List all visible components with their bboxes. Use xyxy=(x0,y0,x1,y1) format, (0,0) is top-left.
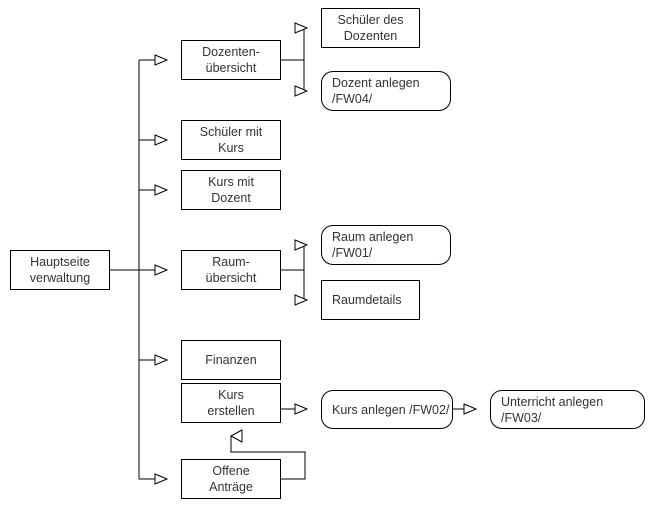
node-kurs-anlegen[interactable]: Kurs anlegen /FW02/ xyxy=(321,390,453,429)
node-schueler-des-dozenten[interactable]: Schüler des Dozenten xyxy=(321,8,420,48)
node-raumuebersicht[interactable]: Raum- übersicht xyxy=(181,250,281,290)
node-unterricht-anlegen[interactable]: Unterricht anlegen /FW03/ xyxy=(490,390,645,429)
node-hauptseite[interactable]: Hauptseite verwaltung xyxy=(10,250,110,290)
node-raumdetails[interactable]: Raumdetails xyxy=(321,280,420,320)
node-dozentenuebersicht[interactable]: Dozenten- übersicht xyxy=(181,40,281,80)
edge-offene-antraege-to-kurs-erstellen xyxy=(229,429,306,480)
edge-raumuebersicht-split xyxy=(281,245,305,300)
node-dozent-anlegen[interactable]: Dozent anlegen /FW04/ xyxy=(321,71,451,111)
node-raum-anlegen[interactable]: Raum anlegen /FW01/ xyxy=(321,225,451,265)
node-kurs-mit-dozent[interactable]: Kurs mit Dozent xyxy=(181,170,281,210)
node-finanzen[interactable]: Finanzen xyxy=(181,340,281,380)
node-kurs-erstellen[interactable]: Kurs erstellen xyxy=(181,383,281,423)
edge-dozentenuebersicht-split xyxy=(281,28,305,91)
node-offene-antraege[interactable]: Offene Anträge xyxy=(181,459,281,499)
node-schueler-mit-kurs[interactable]: Schüler mit Kurs xyxy=(181,120,281,160)
